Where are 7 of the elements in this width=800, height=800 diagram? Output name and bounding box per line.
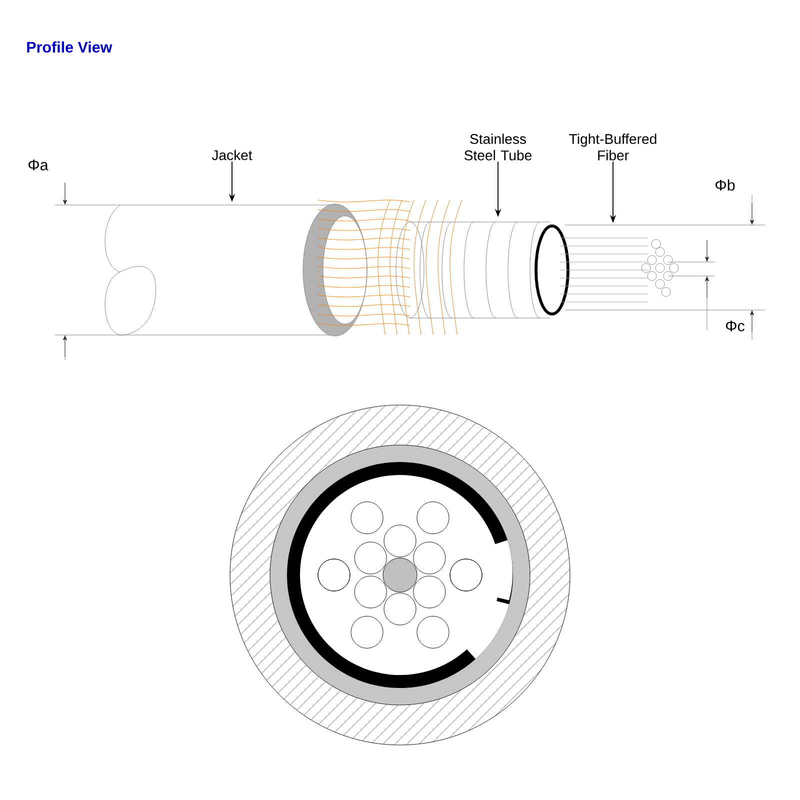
- part-label: Tight-Buffered Fiber: [569, 134, 656, 160]
- part-label: Jacket: [212, 150, 252, 160]
- part-label: Stainless Steel Tube: [464, 134, 532, 160]
- title: Profile View: [27, 41, 112, 53]
- dimension-label: Φc: [726, 320, 744, 332]
- dimension-label: Φa: [28, 160, 48, 170]
- dimension-label: Φb: [716, 179, 735, 191]
